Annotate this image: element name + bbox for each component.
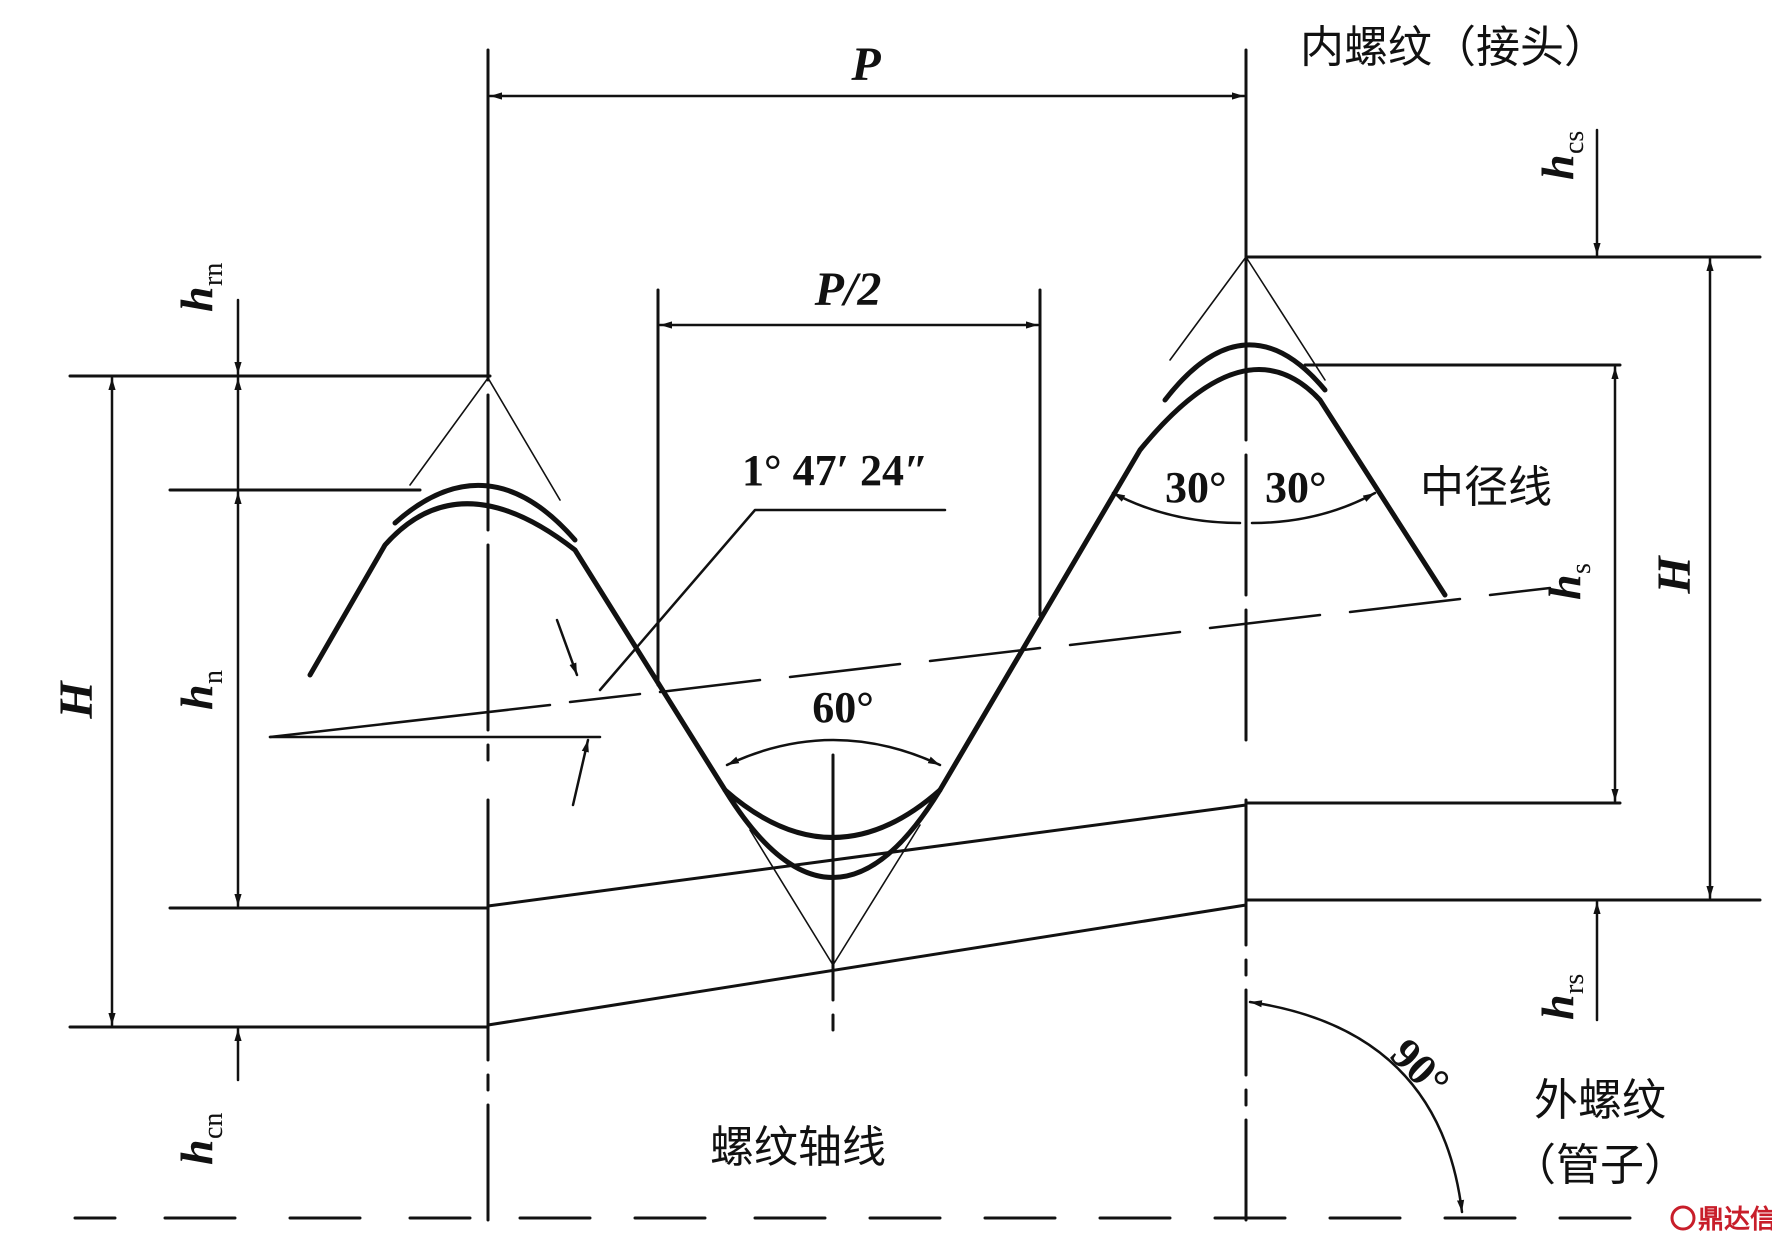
svg-text:rn: rn (198, 263, 229, 286)
svg-text:h: h (171, 684, 222, 710)
svg-text:cn: cn (198, 1113, 229, 1139)
watermark-text: 鼎达信 (1698, 1205, 1772, 1234)
pitch-label: P (850, 38, 881, 91)
hcn-label: h cn (171, 1113, 229, 1165)
hrn-label: h rn (171, 263, 229, 312)
internal-thread-label: 内螺纹（接头） (1300, 22, 1608, 73)
external-thread-label-line1: 外螺纹 (1534, 1075, 1666, 1126)
svg-text:s: s (1566, 563, 1597, 574)
taper-angle-arrow-top (555, 618, 579, 677)
half-angle-left-label: 30° (1165, 463, 1227, 512)
thread-angle-label: 60° (812, 683, 874, 732)
taper-root-lines (486, 803, 1248, 1027)
svg-text:h: h (1532, 154, 1583, 180)
hcs-label: h cs (1532, 131, 1590, 180)
taper-angle-label: 1° 47′ 24″ (742, 446, 928, 495)
svg-text:H: H (50, 680, 103, 720)
pitch-diameter-line (268, 586, 1552, 739)
taper-angle-arrow-bottom (571, 738, 590, 807)
fundamental-triangle (409, 256, 1326, 966)
svg-text:h: h (1539, 574, 1590, 600)
h-right-label: H (1648, 555, 1701, 595)
right-angle-label: 90° (1381, 1029, 1459, 1107)
svg-text:rs: rs (1559, 974, 1590, 994)
svg-text:H: H (1648, 555, 1701, 595)
angle-arcs (725, 491, 1465, 1214)
left-reference-lines (68, 374, 492, 1029)
h-left-label: H (50, 680, 103, 720)
pitch-line-label: 中径线 (1420, 462, 1552, 513)
right-reference-lines (1244, 255, 1762, 902)
half-pitch-extension-lines (656, 288, 1042, 687)
taper-angle-leader (598, 508, 947, 692)
svg-text:h: h (171, 286, 222, 312)
svg-text:n: n (198, 670, 229, 684)
svg-text:h: h (1532, 994, 1583, 1020)
labels: P P/2 1° 47′ 24″ 60° 30° 30° 90° 内螺纹（接头）… (50, 22, 1701, 1191)
thread-axis-label: 螺纹轴线 (710, 1122, 886, 1173)
half-pitch-label: P/2 (814, 263, 882, 316)
external-thread-label-line2: （管子） (1512, 1140, 1688, 1191)
watermark: 鼎达信 (1670, 1205, 1772, 1234)
svg-text:h: h (171, 1139, 222, 1165)
hn-label: h n (171, 670, 229, 710)
thread-profile (307, 342, 1448, 880)
svg-text:cs: cs (1559, 131, 1590, 154)
watermark-logo-icon (1670, 1205, 1696, 1231)
dimension-lines (108, 92, 1714, 1082)
half-angle-right-label: 30° (1265, 463, 1327, 512)
hs-label: h s (1539, 563, 1597, 600)
vertical-center-lines (486, 48, 1248, 1222)
hrs-label: h rs (1532, 974, 1590, 1020)
